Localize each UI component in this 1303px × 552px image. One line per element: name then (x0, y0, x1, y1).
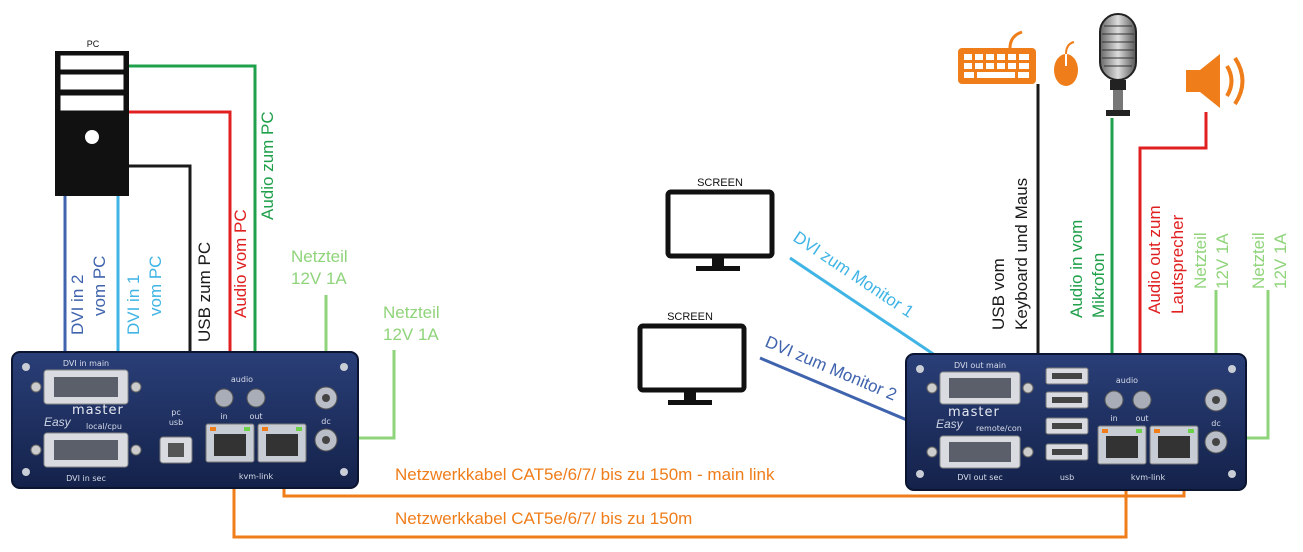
keyboard-icon (958, 30, 1036, 84)
label-netzteil-d-line1: Netzteil (1249, 232, 1268, 289)
label-audio-zum-pc: Audio zum PC (258, 111, 277, 220)
pc-tower-icon (55, 51, 129, 196)
pc-usb-label-1: pc (171, 408, 180, 417)
pc-usb-port (159, 436, 193, 464)
dvi-out-main-port (926, 371, 1034, 405)
local-dvi-sec-label: DVI in sec (66, 474, 106, 483)
remote-kvm-link-label: kvm-link (1131, 473, 1166, 482)
label-audio-vom-pc: Audio vom PC (231, 209, 250, 318)
label-dvi-in-2-line2: vom PC (90, 256, 109, 316)
remote-audio-out-jack (1132, 390, 1152, 410)
local-brand: master (72, 403, 124, 418)
local-dc-label: dc (321, 417, 330, 426)
cable-network-2 (232, 455, 1128, 539)
label-netzteil-b-line1: Netzteil (383, 303, 440, 322)
label-dvi-in-1-line1: DVI in 1 (124, 275, 143, 335)
remote-unit: DVI out main DVI out sec master Easy rem… (905, 353, 1247, 491)
remote-brand-script: Easy (936, 417, 964, 431)
label-usb-zum-pc: USB zum PC (195, 242, 214, 342)
cable-audio-speaker (1138, 112, 1208, 398)
screen-1-label: SCREEN (697, 177, 743, 189)
label-network-main: Netzwerkkabel CAT5e/6/7/ bis zu 150m - m… (395, 465, 775, 484)
local-rj45-2 (257, 423, 307, 463)
pc-usb-label-2: usb (169, 418, 183, 427)
local-audio-out-label: out (249, 412, 262, 421)
label-audio-lautsprecher-line1: Audio out zum (1145, 205, 1164, 314)
remote-dc-label: dc (1211, 419, 1220, 428)
label-usb-keyboard-line2: Keyboard und Maus (1012, 178, 1031, 330)
label-network-2: Netzwerkkabel CAT5e/6/7/ bis zu 150m (395, 509, 692, 528)
label-dvi-monitor-1: DVI zum Monitor 1 (790, 228, 918, 322)
microphone-icon (1099, 13, 1137, 116)
cable-audio-from-pc (128, 110, 232, 398)
remote-usb-ports (1045, 367, 1089, 461)
remote-audio-in-jack (1104, 390, 1124, 410)
remote-dvi-sec-label: DVI out sec (957, 473, 1003, 482)
local-dvi-main-label: DVI in main (63, 359, 109, 368)
remote-rj45-1 (1097, 425, 1147, 465)
label-netzteil-d-line2: 12V 1A (1271, 233, 1290, 289)
remote-model: remote/con (976, 424, 1022, 433)
remote-audio-out-label: out (1135, 414, 1148, 423)
label-netzteil-a-line1: Netzteil (291, 247, 348, 266)
label-usb-keyboard-line1: USB vom (989, 258, 1008, 330)
label-dvi-in-2-line1: DVI in 2 (68, 275, 87, 335)
pc-label: PC (87, 39, 100, 49)
label-audio-lautsprecher-line2: Lautsprecher (1168, 214, 1187, 314)
label-dvi-in-1-line2: vom PC (146, 256, 165, 316)
remote-audio-label: audio (1116, 376, 1138, 385)
monitor-icon (637, 323, 747, 405)
mouse-icon (1054, 41, 1078, 86)
local-model: local/cpu (86, 422, 122, 431)
remote-rj45-2 (1149, 425, 1199, 465)
local-audio-label: audio (231, 375, 253, 384)
local-audio-in-label: in (220, 412, 227, 421)
local-unit: DVI in main DVI in sec master Easy local… (11, 351, 359, 489)
dvi-sec-port (30, 432, 142, 468)
monitor-icon (665, 189, 775, 271)
label-netzteil-b-line2: 12V 1A (383, 325, 439, 344)
local-audio-in-jack (214, 388, 234, 408)
label-audio-mikrofon-line1: Audio in vom (1067, 220, 1086, 318)
label-netzteil-c-line2: 12V 1A (1213, 233, 1232, 289)
label-audio-mikrofon-line2: Mikrofon (1089, 253, 1108, 318)
local-brand-script: Easy (44, 415, 72, 429)
local-kvm-link-label: kvm-link (239, 472, 274, 481)
local-audio-out-jack (246, 388, 266, 408)
label-netzteil-a-line2: 12V 1A (291, 269, 347, 288)
speaker-icon (1186, 54, 1245, 108)
remote-brand: master (948, 405, 1000, 420)
cable-audio-to-pc (128, 64, 257, 398)
remote-audio-in-label: in (1110, 414, 1117, 423)
remote-usb-label: usb (1060, 473, 1074, 482)
remote-dvi-main-label: DVI out main (954, 361, 1006, 370)
screen-2-label: SCREEN (667, 311, 713, 323)
dvi-out-sec-port (926, 435, 1034, 469)
local-rj45-1 (205, 423, 255, 463)
label-netzteil-c-line1: Netzteil (1191, 232, 1210, 289)
dvi-main-port (30, 369, 142, 405)
